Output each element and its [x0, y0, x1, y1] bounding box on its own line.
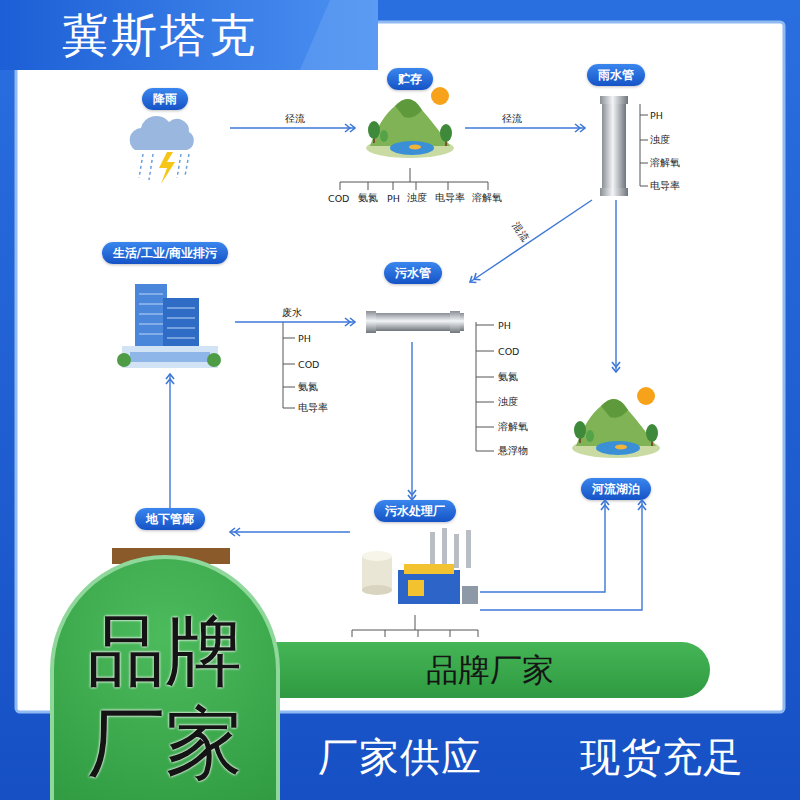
brand-title: 冀斯塔克 [62, 6, 258, 64]
parameter-label: COD [498, 346, 519, 357]
title-banner [0, 0, 378, 70]
parameter-label: 氨氮 [498, 371, 518, 384]
parameter-label: 电导率 [435, 192, 465, 205]
flow-arrow [230, 127, 355, 128]
parameter-label: 电导率 [298, 402, 328, 415]
wastewater-params-bracket [283, 322, 295, 408]
flow-arrow [480, 500, 605, 592]
parameter-label: COD [328, 193, 349, 204]
flow-node: 河流湖泊 [560, 372, 672, 500]
node-label: 品牌厂家 [270, 642, 710, 698]
edge-label: 径流 [502, 112, 522, 126]
flow-node: 污水处理厂 [350, 500, 480, 615]
node-label: 品牌 厂家 [70, 605, 260, 789]
node-label: 河流湖泊 [581, 478, 651, 500]
flow-node: 贮存 [355, 68, 465, 168]
node-label: 雨水管 [587, 64, 645, 86]
flow-node: 雨水管 [585, 64, 647, 200]
node-label: 生活/工业/商业排污 [102, 242, 229, 264]
parameter-label: 溶解氧 [650, 157, 680, 170]
flow-arrow [470, 200, 592, 282]
node-label: 污水管 [384, 262, 442, 284]
flow-arrow [411, 342, 412, 500]
storage-params-bracket [340, 168, 488, 190]
slogan-text: 现货充足 [580, 730, 744, 785]
parameter-label: PH [498, 320, 511, 331]
parameter-label: 溶解氧 [472, 192, 502, 205]
parameter-label: 浊度 [650, 134, 670, 147]
flow-node: 污水管 [355, 262, 470, 342]
parameter-label: PH [387, 193, 400, 204]
edge-label: 径流 [285, 112, 305, 126]
flow-arrow [615, 200, 616, 372]
flow-node: 生活/工业/商业排污 [95, 242, 235, 374]
rain-pipe-icon [600, 96, 628, 196]
flow-node: 降雨 [100, 88, 230, 190]
brand-band: 品牌厂家 [270, 642, 710, 698]
node-label: 贮存 [387, 68, 433, 90]
parameter-label: 溶解氧 [498, 421, 528, 434]
flow-arrow [169, 374, 170, 508]
edge-label: 废水 [282, 306, 302, 320]
flow-arrow [465, 127, 585, 128]
node-label: 地下管廊 [135, 508, 205, 530]
slogan-text: 厂家供应 [318, 730, 482, 785]
node-label: 污水处理厂 [374, 500, 456, 522]
banner-stripe [300, 0, 378, 70]
rain-pipe-params-bracket [640, 104, 648, 186]
brand-badge: 品牌 厂家 [50, 555, 280, 800]
building-icon [117, 284, 221, 368]
parameter-label: 浊度 [407, 192, 427, 205]
parameter-label: 悬浮物 [498, 445, 528, 458]
flow-node: 地下管廊 [110, 508, 230, 552]
node-label: 降雨 [142, 88, 188, 110]
parameter-label: COD [298, 359, 319, 370]
sewer-pipe-icon [366, 311, 464, 333]
parameter-label: 浊度 [498, 396, 518, 409]
plant-bracket [352, 615, 478, 637]
flow-arrow [230, 531, 350, 532]
parameter-label: 氨氮 [298, 381, 318, 394]
parameter-label: PH [298, 333, 311, 344]
parameter-label: 电导率 [650, 180, 680, 193]
storage-scene-icon [366, 87, 454, 158]
flow-arrow [480, 500, 642, 610]
rain-cloud-icon [130, 116, 194, 184]
river-scene-icon [572, 387, 660, 458]
parameter-label: 氨氮 [358, 192, 378, 205]
flow-arrow [235, 321, 355, 322]
treatment-plant-icon [362, 528, 478, 604]
parameter-label: PH [650, 110, 663, 121]
sewer-params-bracket [476, 322, 494, 451]
